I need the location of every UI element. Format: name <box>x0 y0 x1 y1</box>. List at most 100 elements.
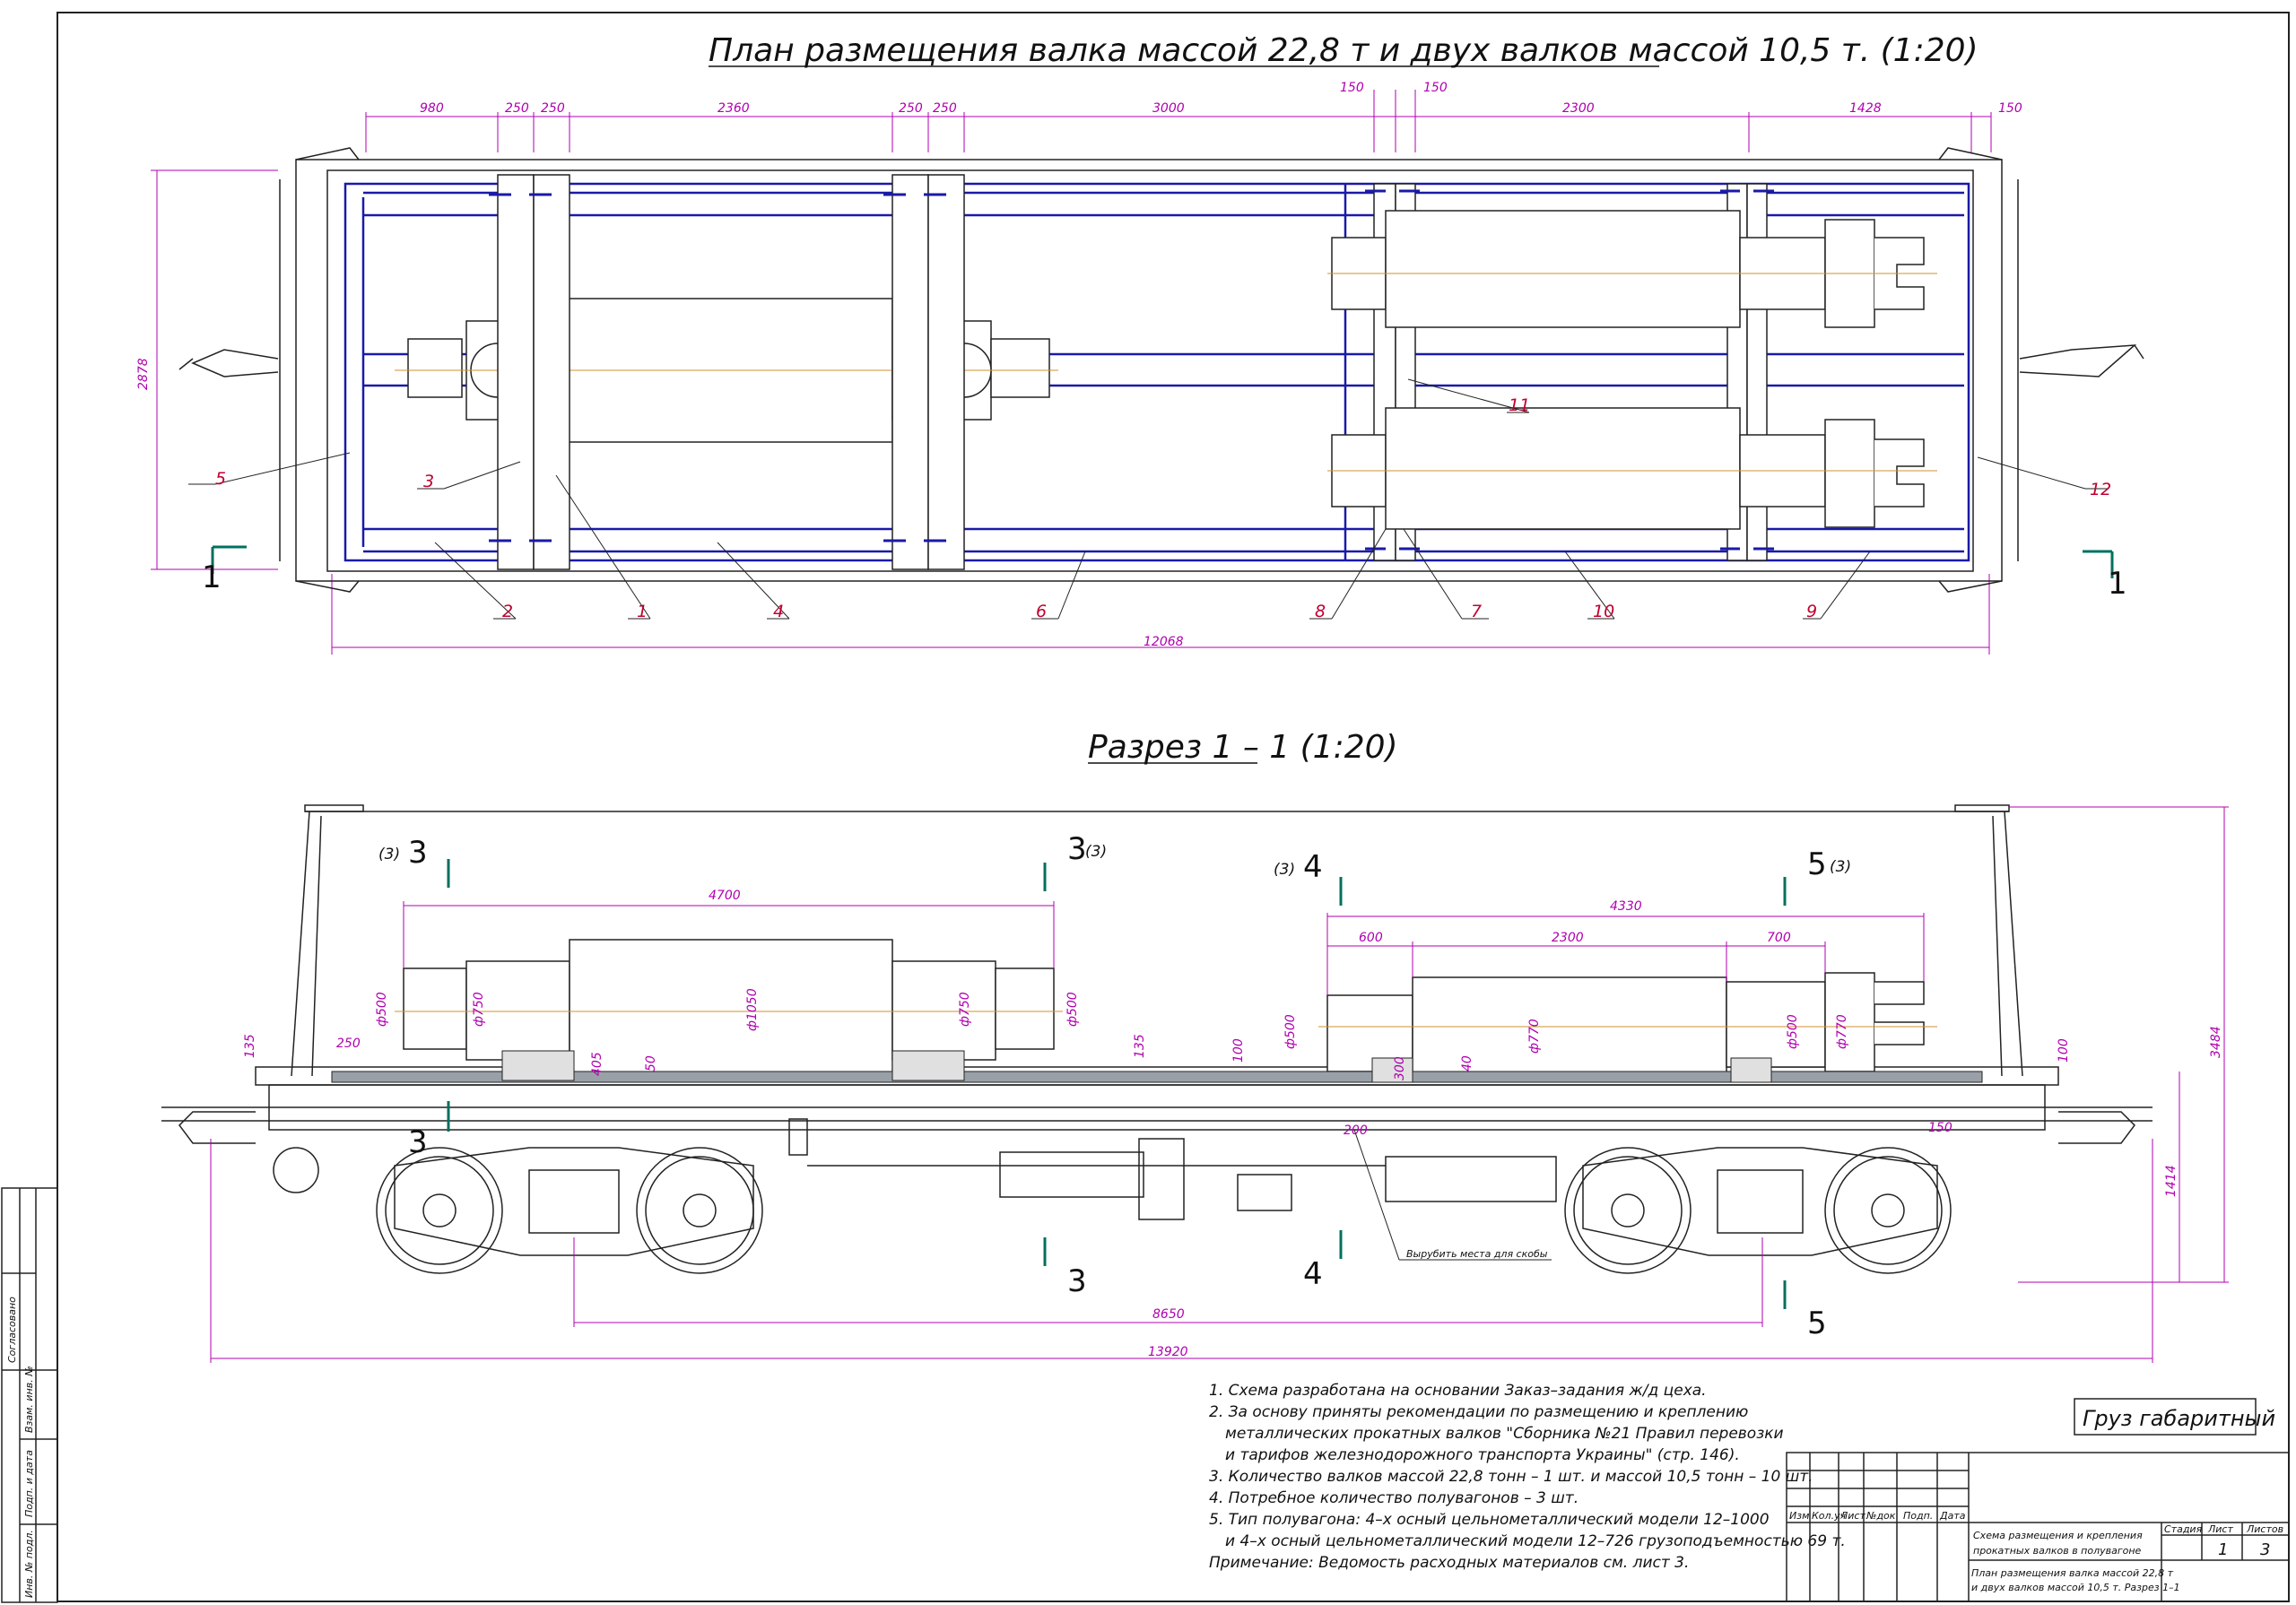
plan-label-9: 9 <box>1806 602 1817 621</box>
dim-8650: 8650 <box>1152 1307 1185 1322</box>
cut3-ref-right: (3) <box>1085 843 1107 861</box>
side-stamp <box>1 1187 58 1603</box>
dim-300: 300 <box>1393 1056 1407 1080</box>
section-mark-right <box>2083 550 2114 578</box>
cut5-ref: (3) <box>1830 858 1851 876</box>
dim-3484: 3484 <box>2209 1026 2223 1058</box>
dim-200: 200 <box>1344 1124 1368 1138</box>
title-block <box>1786 1452 2290 1602</box>
side-stamp-orig: Инв. № подл. <box>23 1530 35 1598</box>
dim-4330: 4330 <box>1610 899 1642 914</box>
note-line-1: 1. Схема разработана на основании Заказ–… <box>1209 1382 1707 1400</box>
cut4-bottom: 4 <box>1303 1256 1323 1292</box>
weld-note: Вырубить места для скобы <box>1406 1248 1548 1260</box>
dim-135a: 135 <box>243 1034 257 1058</box>
tb-name-2: прокатных валков в полувагоне <box>1973 1545 2142 1557</box>
plan-label-11: 11 <box>1509 395 1530 415</box>
dim-150c: 150 <box>1998 101 2022 116</box>
tb-sheet-header: Лист <box>2207 1523 2233 1535</box>
cut4-top: 4 <box>1303 849 1323 885</box>
dim-1414: 1414 <box>2164 1165 2179 1197</box>
cargo-badge-text: Груз габаритный <box>2083 1406 2275 1431</box>
dim-phi500b: ф500 <box>1065 992 1080 1027</box>
dim-980: 980 <box>420 101 444 116</box>
dim-2878: 2878 <box>136 358 151 390</box>
plan-top-dims <box>365 90 1992 152</box>
dim-600: 600 <box>1359 931 1383 945</box>
tb-col-ndok: №док <box>1866 1510 1896 1522</box>
plan-label-7: 7 <box>1471 602 1482 621</box>
cut3-top-right: 3 <box>1067 831 1087 867</box>
dim-phi750a: ф750 <box>472 992 486 1027</box>
dim-phi750b: ф750 <box>958 992 972 1027</box>
sheet-frame <box>57 12 2290 1602</box>
note-line-9: Примечание: Ведомость расходных материал… <box>1209 1554 1689 1572</box>
note-line-8: и 4–х осный цельнометаллический модели 1… <box>1225 1532 1846 1550</box>
note-line-6: 4. Потребное количество полувагонов – 3 … <box>1209 1489 1578 1507</box>
cut5-top: 5 <box>1807 846 1827 882</box>
tb-sub-2: и двух валков массой 10,5 т. Разрез 1–1 <box>1971 1582 2180 1593</box>
section-mark-left-label: 1 <box>202 560 222 595</box>
plan-label-1: 1 <box>637 602 648 621</box>
dim-2300-sec: 2300 <box>1552 931 1584 945</box>
cut5-bottom: 5 <box>1807 1306 1827 1341</box>
dim-phi1050: ф1050 <box>745 988 760 1031</box>
plan-label-10: 10 <box>1593 602 1614 621</box>
plan-label-3: 3 <box>423 472 434 491</box>
section-roll-large <box>395 939 1063 1073</box>
dim-4700: 4700 <box>709 889 741 903</box>
side-stamp-sign: Подп. и дата <box>23 1450 35 1517</box>
dim-40: 40 <box>1460 1055 1474 1071</box>
plan-label-12: 12 <box>2090 480 2111 499</box>
tb-col-data: Дата <box>1939 1510 1966 1522</box>
cut3-top-left: 3 <box>408 835 428 871</box>
dim-phi500a: ф500 <box>375 992 389 1027</box>
tb-col-podp: Подп. <box>1903 1510 1933 1522</box>
dim-135b: 135 <box>1133 1034 1147 1058</box>
section-title: Разрез 1 – 1 (1:20) <box>1088 729 1398 766</box>
dim-700: 700 <box>1767 931 1791 945</box>
dim-150a: 150 <box>1340 81 1364 95</box>
plan-title: План размещения валка массой 22,8 т и дв… <box>709 32 1979 69</box>
tb-col-list: Лист <box>1839 1510 1866 1522</box>
note-line-7: 5. Тип полувагона: 4–х осный цельнометал… <box>1209 1511 1770 1529</box>
dim-12068: 12068 <box>1144 635 1184 649</box>
section-mark-left <box>211 545 247 574</box>
dim-phi770a: ф770 <box>1527 1019 1542 1054</box>
dim-phi770b: ф770 <box>1835 1014 1849 1049</box>
tb-stage-header: Стадия <box>2164 1523 2203 1535</box>
dim-250b: 250 <box>541 101 565 116</box>
dim-phi500d: ф500 <box>1786 1014 1800 1049</box>
tb-sheet-value: 1 <box>2218 1540 2228 1559</box>
dim-3000: 3000 <box>1152 101 1185 116</box>
cargo-badge <box>2074 1398 2257 1436</box>
dim-250-sec: 250 <box>336 1037 361 1051</box>
cut3-bottom-left: 3 <box>408 1124 428 1160</box>
dim-2300: 2300 <box>1562 101 1595 116</box>
tb-name-1: Схема размещения и крепления <box>1973 1530 2143 1541</box>
note-line-3: металлических прокатных валков "Сборника… <box>1225 1425 1784 1443</box>
dim-150-sec: 150 <box>1928 1121 1952 1135</box>
cut3-bottom: 3 <box>1067 1263 1087 1299</box>
section-mark-right-label: 1 <box>2108 566 2127 602</box>
note-line-2: 2. За основу приняты рекомендации по раз… <box>1209 1403 1748 1421</box>
dim-100b: 100 <box>2057 1038 2071 1063</box>
note-line-4: и тарифов железнодорожного транспорта Ук… <box>1225 1446 1740 1464</box>
dim-250d: 250 <box>933 101 957 116</box>
side-stamp-agreed: Согласовано <box>6 1297 18 1363</box>
cut3-ref-left: (3) <box>378 846 400 863</box>
plan-label-2: 2 <box>502 602 513 621</box>
note-line-5: 3. Количество валков массой 22,8 тонн – … <box>1209 1468 1813 1486</box>
dim-2360: 2360 <box>718 101 750 116</box>
cut-markers <box>447 859 1787 1309</box>
tb-col-koluch: Кол.уч <box>1812 1510 1847 1522</box>
plan-wagon-body <box>178 147 2144 593</box>
dim-13920: 13920 <box>1148 1345 1188 1359</box>
dim-phi500c: ф500 <box>1283 1014 1298 1049</box>
dim-50: 50 <box>644 1055 658 1071</box>
plan-label-4: 4 <box>773 602 784 621</box>
dim-250a: 250 <box>505 101 529 116</box>
tb-sub-1: План размещения валка массой 22,8 т <box>1971 1567 2174 1579</box>
cut4-ref: (3) <box>1274 861 1295 879</box>
dim-1428: 1428 <box>1849 101 1882 116</box>
